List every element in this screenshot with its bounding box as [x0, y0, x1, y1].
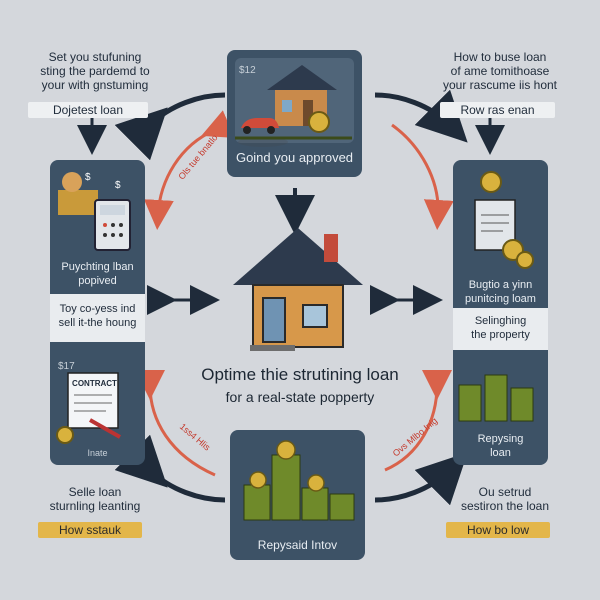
red-curve-bottom-right	[384, 369, 453, 472]
coin-piles-icon	[243, 440, 355, 521]
top-right-text: How to buse loan of ame tomithoase your …	[420, 50, 580, 92]
left-card-small-label: Inate	[87, 448, 108, 458]
clipboard-coins-icon	[474, 171, 534, 269]
top-card-label: Goind you approved	[235, 150, 354, 165]
left-card: $ $ Puychting lban popived Toy co-yess i…	[50, 160, 145, 465]
bottom-card-label: Repysaid Intov	[257, 538, 338, 552]
bottom-right-label: How bo low	[446, 522, 550, 538]
bottom-right-text: Ou setrud sestiron the loan	[440, 485, 570, 513]
calculator-icon: $ $	[58, 172, 131, 251]
svg-text:$: $	[115, 180, 121, 191]
top-right-curve	[374, 89, 468, 143]
top-left-text: Set you stufuning sting the pardemd to y…	[20, 50, 170, 92]
right-card-bottom-line-2: loan	[490, 447, 511, 459]
bottom-right-line-2: sestiron the loan	[460, 499, 550, 513]
top-left-line-1: Set you stufuning	[48, 50, 142, 64]
right-card-bottom-line-1: Repysing	[477, 433, 524, 445]
top-right-line-1: How to buse loan	[453, 50, 547, 64]
right-card-bottom: Repysing loan	[453, 432, 548, 460]
top-right-label: Row ras enan	[440, 102, 555, 118]
bottom-card: Repysaid Intov	[230, 430, 365, 560]
coin-stacks-icon	[458, 374, 534, 422]
bottom-left-label: How sstauk	[38, 522, 142, 538]
svg-text:$: $	[85, 172, 91, 183]
top-card-price: $12	[239, 65, 256, 76]
left-card-title: Puychting lban popived	[50, 260, 145, 288]
left-card-band-text: Toy co-yess ind sell it-the houng	[50, 302, 145, 330]
bottom-right-curve	[374, 452, 468, 506]
top-right-line-2: of ame tomithoase	[450, 64, 550, 78]
contract-icon	[56, 372, 121, 444]
center-text: Optime thie strutining loan for a real-s…	[160, 365, 440, 405]
bottom-left-curve	[114, 434, 226, 503]
house-car-icon	[235, 65, 352, 147]
left-card-band-line-1: Toy co-yess ind	[59, 303, 136, 315]
left-card-title-line-2: popived	[78, 275, 117, 287]
left-card-title-line-1: Puychting lban	[61, 261, 134, 273]
bottom-left-text: Selle loan sturnling leanting	[30, 485, 160, 513]
center-title-line-1: Optime thie strutining loan	[201, 365, 399, 384]
top-card: $12 Goind you approved	[227, 50, 362, 177]
right-card-title-line-1: Bugtio a yinn	[468, 279, 533, 291]
bottom-left-line-1: Selle loan	[68, 485, 122, 499]
right-card-band: Selinghing the property	[453, 308, 548, 350]
right-card-band-line-2: the property	[471, 329, 530, 341]
top-right-line-3: your rascume iis hont	[442, 78, 558, 92]
bottom-right-line-1: Ou setrud	[478, 485, 532, 499]
top-left-line-2: sting the pardemd to	[40, 64, 150, 78]
top-left-curve	[114, 92, 226, 161]
center-title-line-2: for a real-state popperty	[225, 389, 375, 405]
left-card-price: $17	[58, 361, 75, 372]
right-card-band-text: Selinghing the property	[453, 314, 548, 342]
right-card-band-line-1: Selinghing	[474, 315, 527, 327]
contract-label: CONTRACT	[72, 379, 117, 388]
right-card-title-line-2: punitcing loam	[465, 293, 536, 305]
center-house-icon	[233, 228, 363, 351]
left-card-band-line-2: sell it-the houng	[58, 317, 137, 329]
bottom-left-line-2: sturnling leanting	[49, 499, 141, 513]
left-card-band: Toy co-yess ind sell it-the houng	[50, 294, 145, 342]
top-left-label: Dojetest loan	[28, 102, 148, 118]
red-curve-bottom-left	[134, 369, 216, 477]
red-curve-top-left	[143, 110, 235, 230]
red-curve-top-right	[391, 123, 454, 230]
right-card-title: Bugtio a yinn punitcing loam	[453, 278, 548, 306]
top-left-line-3: your with gnstuming	[41, 78, 149, 92]
right-card: Bugtio a yinn punitcing loam Selinghing …	[453, 160, 548, 465]
